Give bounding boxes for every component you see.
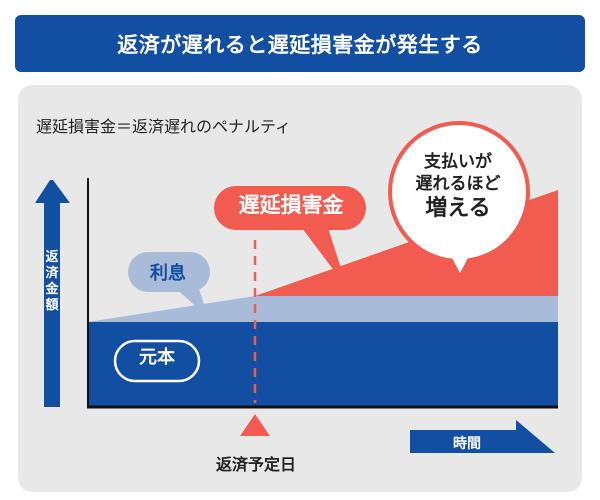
principal-label: 元本	[139, 347, 175, 368]
due-date-label: 返済予定日	[215, 455, 296, 474]
increase-callout: 支払いが 遅れるほど 増える	[392, 151, 524, 223]
subtitle: 遅延損害金＝返済遅れのペナルティ	[36, 117, 292, 136]
page-title: 返済が遅れると遅延損害金が発生する	[15, 15, 585, 72]
increase-line2: 遅れるほど	[415, 174, 501, 194]
increase-line1: 支払いが	[424, 152, 492, 172]
increase-bubble	[388, 121, 530, 273]
principal-area	[88, 322, 558, 407]
right-arrow-icon	[410, 420, 555, 453]
principal-pill	[113, 339, 201, 383]
up-arrow-icon	[35, 180, 70, 407]
penalty-label: 遅延損害金	[238, 193, 344, 217]
interest-label: 利息	[150, 263, 186, 284]
x-axis-label: 時間	[453, 436, 481, 452]
y-axis-label: 返済金額	[45, 250, 59, 313]
triangle-marker-icon	[240, 414, 270, 436]
penalty-bubble	[214, 186, 366, 280]
increase-line3: 増える	[425, 196, 491, 221]
interest-bubble	[128, 252, 210, 313]
interest-area	[88, 296, 558, 322]
